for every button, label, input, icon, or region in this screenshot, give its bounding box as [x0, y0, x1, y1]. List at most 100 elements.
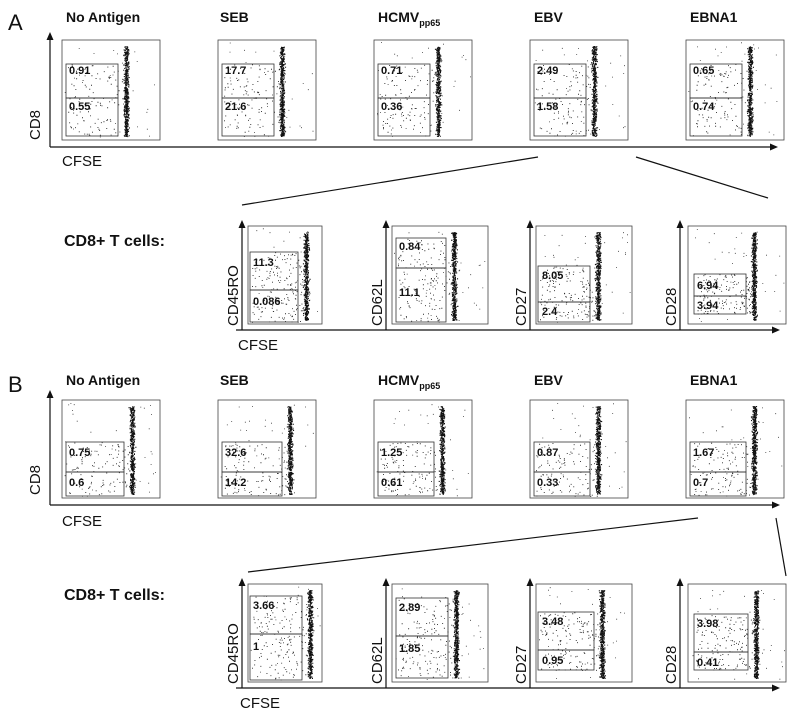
x-axis-arrow [772, 684, 780, 692]
gate-value-lower: 0.95 [542, 655, 563, 667]
y-axis-arrow [382, 578, 390, 586]
gate-lower [395, 635, 449, 679]
event-dots [250, 586, 321, 681]
gate-value-upper: 3.98 [697, 618, 718, 630]
gate-lower [693, 651, 749, 671]
y-axis-arrow [526, 220, 534, 228]
x-axis-label: CFSE [240, 695, 280, 712]
event-dot-cloud [64, 403, 156, 497]
plot-frame [373, 399, 473, 499]
y-axis-label: CD28 [663, 646, 680, 684]
gate-value-upper: 0.75 [69, 447, 90, 459]
gate-value-lower: 0.086 [253, 296, 281, 308]
plot-frame [61, 399, 161, 499]
dot-plot: 32.6 14.2 [217, 399, 317, 499]
marker-plot-cd28: CD28 6.94 3.94 [663, 220, 787, 330]
plot-frame [373, 39, 473, 141]
y-axis-label: CD28 [663, 288, 680, 326]
dot-plot: 11.3 0.086 [247, 225, 323, 325]
gate-lower [693, 295, 747, 315]
plot-title: EBV [534, 9, 563, 25]
event-dots [252, 228, 318, 323]
dot-plot: 3.98 0.41 [687, 583, 787, 683]
gate-value-upper: 3.48 [542, 616, 563, 628]
gate-lower [537, 649, 595, 671]
plot-frame [529, 399, 629, 499]
gate-value-lower: 0.33 [537, 477, 558, 489]
gate-value-upper: 32.6 [225, 447, 246, 459]
plot-frame [685, 399, 785, 499]
x-axis-label: CFSE [62, 513, 102, 530]
plot-title: No Antigen [66, 372, 140, 388]
dot-plot: 2.49 1.58 [529, 39, 629, 141]
gate-value-lower: 2.4 [542, 306, 558, 318]
plot-frame [687, 583, 787, 683]
gate-lower [221, 97, 275, 137]
plot-frame [687, 225, 787, 325]
dot-plot: 17.7 21.6 [217, 39, 317, 141]
marker-plot-cd28: CD28 3.98 0.41 [663, 578, 787, 688]
plot-title: EBV [534, 372, 563, 388]
plot-title: EBNA1 [690, 9, 738, 25]
dot-plot: 0.65 0.74 [685, 39, 785, 141]
hcmv-subscript: pp65 [419, 381, 440, 391]
marker-plot-cd62l: CD62L 0.84 11.1 [369, 220, 489, 330]
plot-frame [217, 399, 317, 499]
x-axis-arrow [770, 143, 778, 151]
plot-frame [391, 225, 489, 325]
dot-plot: 0.91 0.55 [61, 39, 161, 141]
zoom-line-left [241, 156, 539, 206]
plot-title: EBNA1 [690, 372, 738, 388]
event-dot-cloud [539, 587, 625, 679]
dot-plot: 2.89 1.85 [391, 583, 489, 683]
gate-lower [65, 97, 119, 137]
gate-value-upper: 1.25 [381, 447, 402, 459]
gate-lower [65, 471, 125, 497]
gate-value-lower: 0.41 [697, 657, 718, 669]
gate-value-lower: 1.85 [399, 643, 420, 655]
gate-value-upper: 0.65 [693, 65, 714, 77]
gate-lower [395, 267, 447, 323]
hcmv-title: HCMV [378, 9, 420, 25]
gate-value-lower: 0.55 [69, 101, 90, 113]
y-axis-label: CD45RO [225, 623, 242, 684]
plot-title: SEB [220, 372, 249, 388]
plot-frame [391, 583, 489, 683]
y-axis-arrow [676, 220, 684, 228]
y-axis-label: CD8 [27, 110, 44, 140]
gate-lower [377, 471, 435, 497]
y-axis-label: CD27 [513, 288, 530, 326]
marker-plot-cd45ro: CD45RO 11.3 0.086 [225, 220, 323, 330]
gate-lower [377, 97, 431, 137]
y-axis-label: CD45RO [225, 265, 242, 326]
marker-plot-cd45ro: CD45RO 3.66 1 [225, 578, 323, 688]
gate-value-upper: 1.67 [693, 447, 714, 459]
gate-value-upper: 0.71 [381, 65, 402, 77]
panel-letter: A [8, 10, 23, 35]
gate-value-lower: 0.61 [381, 477, 402, 489]
zoom-line-right [775, 517, 787, 577]
event-dots [64, 403, 156, 497]
gate-value-lower: 3.94 [697, 300, 719, 312]
y-axis-arrow [46, 32, 54, 40]
plot-frame [247, 225, 323, 325]
marker-plot-cd62l: CD62L 2.89 1.85 [369, 578, 489, 688]
gate-value-lower: 14.2 [225, 477, 246, 489]
gate-lower [249, 633, 303, 681]
x-axis-label: CFSE [62, 153, 102, 170]
gate-value-lower: 0.7 [693, 477, 708, 489]
hcmv-subscript: pp65 [419, 18, 440, 28]
gate-value-upper: 0.87 [537, 447, 558, 459]
gate-value-upper: 17.7 [225, 65, 246, 77]
plot-frame [535, 225, 633, 325]
zoom-line-left [247, 517, 699, 573]
plot-frame [685, 39, 785, 141]
gate-value-lower: 21.6 [225, 101, 246, 113]
panel-letter: B [8, 372, 23, 397]
dot-plot: 8.05 2.4 [535, 225, 633, 325]
y-axis-arrow [526, 578, 534, 586]
gate-lower [533, 97, 587, 137]
gate-lower [249, 289, 299, 323]
gate-value-lower: 1 [253, 641, 259, 653]
gate-value-upper: 0.84 [399, 241, 421, 253]
